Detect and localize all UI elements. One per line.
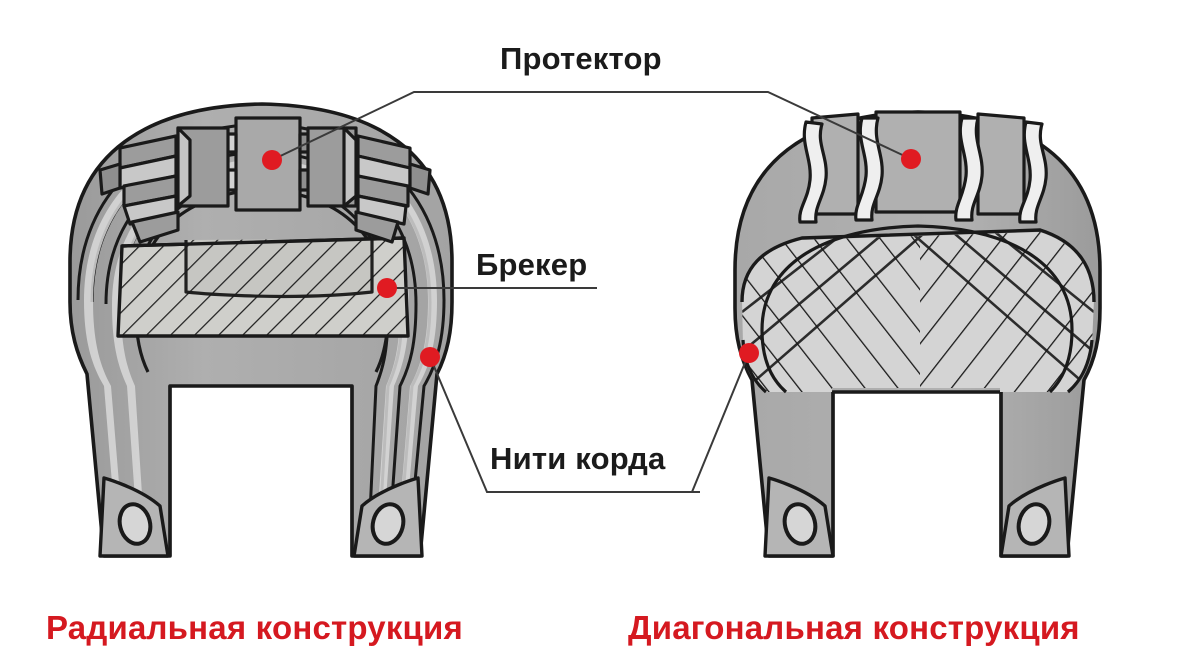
leader-cords-right [690, 352, 750, 493]
bias-tire-illustration [733, 110, 1102, 558]
radial-tire-illustration [68, 102, 454, 558]
callout-leader-lines [271, 91, 912, 493]
bias-sipe-grooves [798, 116, 1048, 224]
bias-crossed-ply-region [742, 232, 1094, 392]
leader-cords-left [429, 356, 700, 493]
marker-cords-bias [739, 343, 759, 363]
marker-cords-radial [420, 347, 440, 367]
callout-label-cords: Нити корда [490, 441, 666, 476]
marker-tread-radial [262, 150, 282, 170]
radial-bead-right [352, 476, 424, 558]
bias-tread-pattern [798, 110, 1048, 224]
caption-radial-construction: Радиальная конструкция [46, 609, 463, 646]
marker-belt-radial [377, 278, 397, 298]
caption-bias-construction: Диагональная конструкция [628, 609, 1080, 646]
bias-bead-right [999, 476, 1071, 558]
leader-tread-right [690, 91, 912, 160]
radial-bead-left [98, 476, 170, 558]
bias-ply-top-edge [740, 228, 1096, 303]
bias-bead-left [763, 476, 835, 558]
callout-label-belt: Брекер [476, 247, 588, 282]
radial-belt-package [116, 236, 410, 338]
marker-tread-bias [901, 149, 921, 169]
callout-label-tread: Протектор [500, 41, 662, 76]
callout-marker-dots [262, 149, 921, 367]
leader-tread-left [271, 91, 690, 161]
